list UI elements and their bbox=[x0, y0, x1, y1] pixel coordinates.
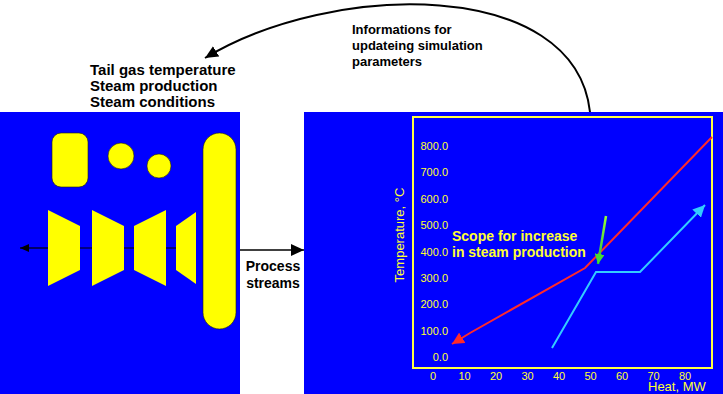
column-vessel bbox=[203, 133, 236, 329]
tick-label: 700.0 bbox=[404, 166, 448, 178]
chart-frame bbox=[413, 117, 712, 368]
callout-arrow bbox=[598, 216, 606, 264]
panel-heading: Tail gas temperature Steam production St… bbox=[90, 62, 250, 110]
shaft-arrow bbox=[20, 247, 48, 248]
tick-label: 60 bbox=[607, 370, 637, 382]
connector-arrow bbox=[240, 249, 304, 251]
tick-label: 0 bbox=[418, 370, 448, 382]
axis-title: Temperature, °C bbox=[392, 180, 408, 290]
tick-label: 30 bbox=[513, 370, 543, 382]
tick-label: 600.0 bbox=[404, 193, 448, 205]
cold-composite-curve bbox=[552, 205, 705, 348]
tick-label: 400.0 bbox=[404, 246, 448, 258]
connector-arrow bbox=[205, 4, 590, 112]
axis-title: Heat, MW bbox=[648, 380, 718, 393]
drum-symbol bbox=[108, 143, 134, 169]
shaft-line bbox=[80, 248, 92, 249]
tick-label: 300.0 bbox=[404, 272, 448, 284]
hot-composite-curve bbox=[452, 137, 712, 344]
tick-label: 800.0 bbox=[404, 140, 448, 152]
turbine-symbol bbox=[176, 212, 196, 284]
drum-symbol bbox=[147, 154, 171, 178]
composite-curve-panel: Scope for increase in steam production bbox=[304, 112, 723, 394]
tick-label: 200.0 bbox=[404, 298, 448, 310]
tick-label: 20 bbox=[481, 370, 511, 382]
edge-label: Informations for updateing simulation pa… bbox=[352, 22, 497, 70]
annotation-text: Scope for increase in steam production bbox=[452, 228, 590, 260]
tick-label: 0.0 bbox=[404, 351, 448, 363]
shaft-line bbox=[166, 248, 176, 249]
turbine-symbol bbox=[134, 210, 166, 286]
tick-label: 50 bbox=[576, 370, 606, 382]
tick-label: 10 bbox=[450, 370, 480, 382]
compressor-symbol bbox=[48, 210, 80, 286]
tick-label: 100.0 bbox=[404, 325, 448, 337]
tick-label: 500.0 bbox=[404, 219, 448, 231]
tick-label: 40 bbox=[544, 370, 574, 382]
flowsheet-panel: Tail gas temperature Steam production St… bbox=[0, 58, 240, 394]
compressor-symbol bbox=[92, 210, 124, 286]
edge-label: Process streams bbox=[240, 258, 306, 292]
shaft-line bbox=[124, 248, 134, 249]
reactor-vessel bbox=[52, 133, 88, 187]
